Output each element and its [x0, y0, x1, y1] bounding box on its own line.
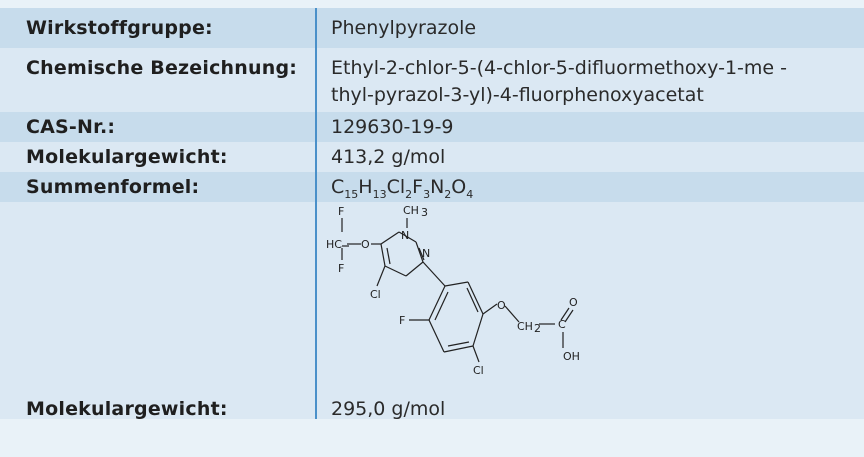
formula-element: O — [451, 176, 467, 198]
row-label: Wirkstoffgruppe: — [0, 8, 317, 48]
atom-label: O — [497, 299, 506, 312]
substance-table: Wirkstoffgruppe: Phenylpyrazole Chemisch… — [0, 8, 864, 420]
row-value: Phenylpyrazole — [331, 17, 477, 39]
row-label: Summenformel: — [0, 172, 317, 202]
atom-label: F — [399, 314, 405, 327]
formula-element: N — [430, 176, 445, 198]
row-value: Ethyl-2-chlor-5-(4-chlor-5-difluormethox… — [317, 48, 864, 112]
table-row: Chemische Bezeichnung: Ethyl-2-chlor-5-(… — [0, 48, 864, 112]
structural-formula: F HC O F N CH 3 N Cl F O CH 2 C O OH Cl — [317, 202, 864, 392]
table-row: Summenformel: C15H13Cl2F3N2O4 — [0, 172, 864, 202]
formula-count: 13 — [372, 188, 387, 201]
table-row: F HC O F N CH 3 N Cl F O CH 2 C O OH Cl — [0, 202, 864, 392]
atom-label: Cl — [473, 364, 484, 377]
formula-count: 15 — [344, 188, 359, 201]
formula-element: H — [358, 176, 373, 198]
table-row: Molekulargewicht: 295,0 g/mol — [0, 392, 864, 420]
table-row: Wirkstoffgruppe: Phenylpyrazole — [0, 8, 864, 48]
atom-label: O — [569, 296, 578, 309]
formula-count: 4 — [466, 188, 474, 201]
formula-element: C — [331, 176, 345, 198]
formula-count: 2 — [405, 188, 413, 201]
formula-element: F — [412, 176, 424, 198]
table-row: Molekulargewicht: 413,2 g/mol — [0, 142, 864, 172]
atom-label: HC — [326, 238, 342, 251]
atom-label: 2 — [534, 322, 541, 335]
row-value: 129630-19-9 — [331, 116, 454, 138]
row-label: Molekulargewicht: — [0, 392, 317, 420]
atom-label: N — [401, 229, 409, 242]
atom-label: OH — [563, 350, 580, 363]
row-label: Chemische Bezeichnung: — [0, 48, 317, 112]
atom-label: N — [422, 247, 430, 260]
atom-label: CH — [403, 204, 419, 217]
atom-label: Cl — [370, 288, 381, 301]
atom-label: F — [338, 205, 344, 218]
formula-count: 3 — [423, 188, 431, 201]
formula-element: Cl — [386, 176, 406, 198]
molecular-formula: C15H13Cl2F3N2O4 — [317, 172, 864, 202]
atom-label: 3 — [421, 206, 428, 219]
row-value-line: thyl-pyrazol-3-yl)-4-fluorphenoxyacetat — [331, 84, 704, 106]
row-value: 413,2 g/mol — [331, 146, 446, 168]
atom-label: CH — [517, 320, 533, 333]
row-label: Molekulargewicht: — [0, 142, 317, 172]
atom-label: O — [361, 238, 370, 251]
atom-label: F — [338, 262, 344, 275]
row-value-line: Ethyl-2-chlor-5-(4-chlor-5-difluormethox… — [331, 57, 787, 79]
formula-count: 2 — [444, 188, 452, 201]
row-label — [0, 202, 317, 392]
row-label: CAS-Nr.: — [0, 112, 317, 142]
table-row: CAS-Nr.: 129630-19-9 — [0, 112, 864, 142]
row-value: 295,0 g/mol — [331, 398, 446, 420]
structure-diagram: F HC O F N CH 3 N Cl F O CH 2 C O OH Cl — [326, 204, 580, 377]
atom-label: C — [558, 318, 566, 331]
